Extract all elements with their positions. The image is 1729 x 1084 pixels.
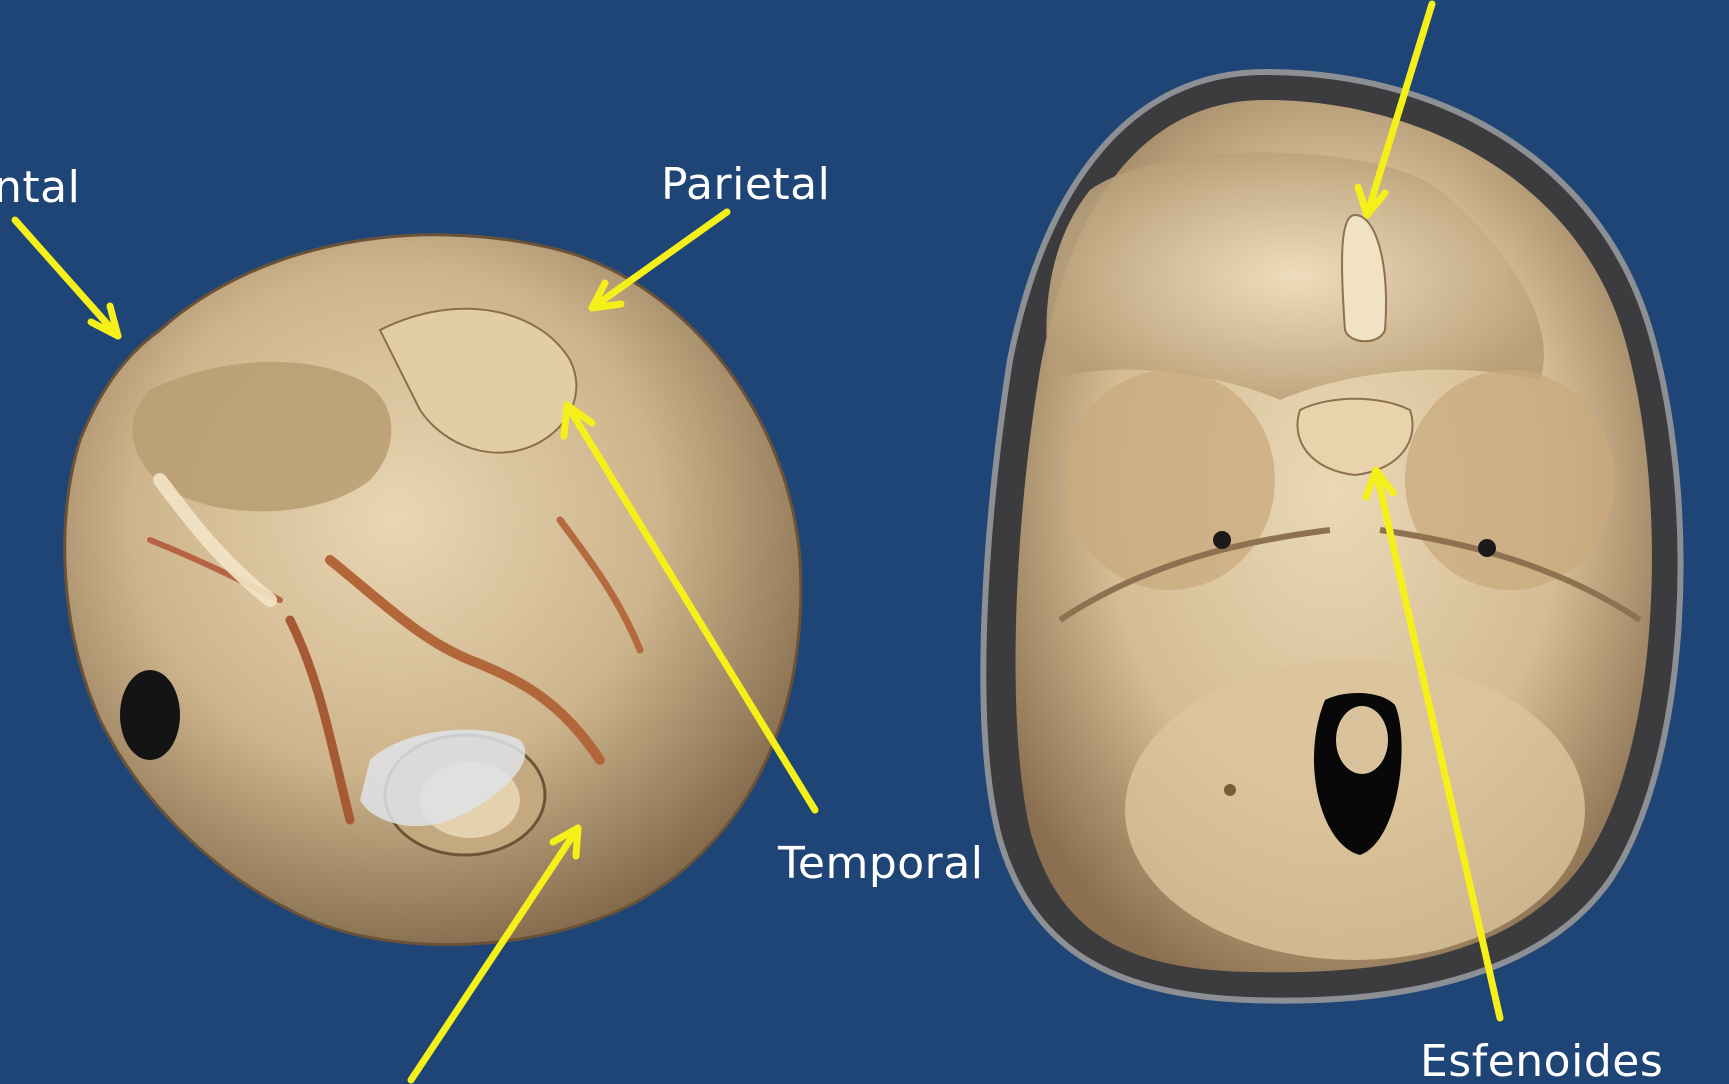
label-frontal: ntal	[0, 166, 80, 210]
arrow-frontal	[15, 220, 118, 336]
arrow-parietal	[592, 212, 727, 308]
label-esfenoides: Esfenoides	[1420, 1040, 1663, 1084]
right-skull	[983, 72, 1680, 1001]
label-parietal: Parietal	[661, 163, 830, 207]
label-temporal: Temporal	[778, 842, 983, 886]
left-skull	[65, 235, 801, 945]
